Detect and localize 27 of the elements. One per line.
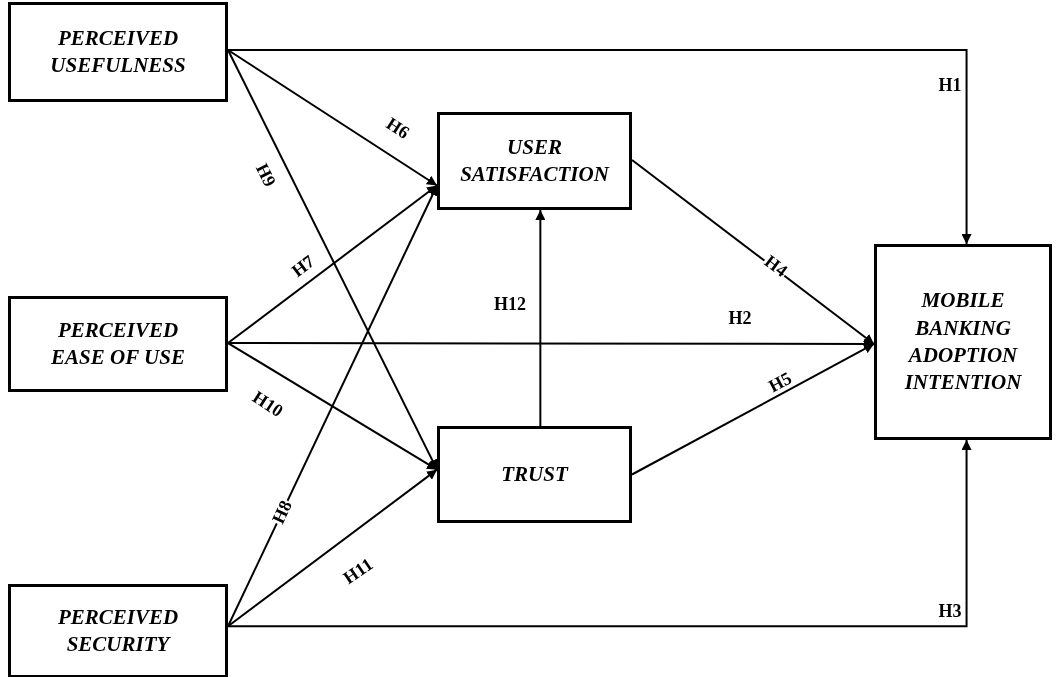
arrow — [227, 49, 972, 245]
arrow — [535, 209, 546, 427]
construct-box — [437, 112, 632, 210]
arrow — [227, 342, 438, 471]
construct-name: PERCEIVED EASE OF USE — [50, 316, 186, 371]
construct-box — [8, 2, 228, 102]
arrow — [227, 184, 438, 345]
construct-name: PERCEIVED SECURITY — [56, 603, 180, 658]
edge-label: H12 — [493, 295, 527, 313]
edge-label: H1 — [937, 76, 963, 94]
construct-name: TRUST — [501, 460, 568, 488]
construct-name: MOBILE BANKING ADOPTION INTENTION — [903, 287, 1023, 397]
construct-box — [874, 244, 1052, 440]
arrow — [631, 159, 875, 345]
construct-box — [8, 584, 228, 677]
construct-box — [8, 296, 228, 392]
construct-name: PERCEIVED USEFULNESS — [49, 24, 187, 79]
arrow — [227, 468, 438, 628]
arrow — [227, 439, 972, 628]
edge-label: H2 — [727, 309, 753, 327]
construct-box — [437, 426, 632, 523]
construct-name: USER SATISFACTION — [459, 133, 611, 188]
arrow — [631, 342, 875, 476]
arrow — [227, 49, 438, 187]
edge-label: H3 — [937, 602, 963, 620]
arrow — [227, 49, 438, 471]
arrow — [227, 338, 875, 349]
